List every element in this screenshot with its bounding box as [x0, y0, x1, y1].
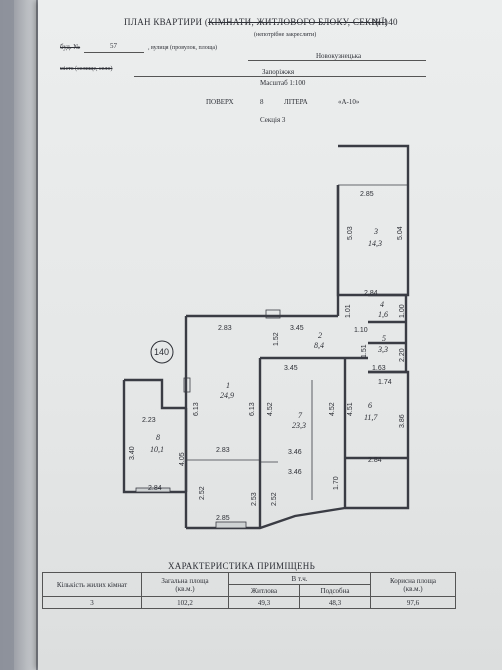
title-struck: КІМНАТИ, ЖИТЛОВОГО БЛОКУ, СЕКЦІЇ	[208, 17, 385, 27]
dim-label: 4.05	[179, 452, 186, 466]
dim-label: 3.45	[284, 365, 298, 372]
dim-label: 2.83	[218, 325, 232, 332]
dim-label: 2.84	[368, 457, 382, 464]
dim-label: 1.74	[378, 379, 392, 386]
dim-label: 2.23	[142, 417, 156, 424]
room-1-num: 1	[226, 381, 230, 390]
dim-label: 3.86	[399, 414, 406, 428]
dim-label: 1.63	[372, 365, 386, 372]
col-living-header: Житлова	[228, 584, 300, 597]
dim-label: 3.45	[290, 325, 304, 332]
dim-label: 2.85	[360, 191, 374, 198]
city-label: місто (селище, село)	[60, 66, 113, 72]
dim-label: 4.52	[329, 402, 336, 416]
table-row: Кількість жилих кімнат Загальна площа(кв…	[42, 572, 456, 597]
street-value: Новокузнецька	[316, 52, 362, 60]
title-end: )	[384, 17, 388, 27]
col-rooms-header: Кількість жилих кімнат	[42, 572, 142, 597]
stats-caption: ХАРАКТЕРИСТИКА ПРИМІЩЕНЬ	[168, 561, 316, 571]
room-8-area: 10,1	[150, 445, 164, 454]
dim-label: 3.46	[288, 469, 302, 476]
dim-label: 2.52	[271, 492, 278, 506]
apartment-badge-ring	[150, 340, 174, 364]
val-total: 102,2	[141, 596, 229, 609]
street-label: , вулиця (провулок, площа)	[148, 45, 218, 51]
dim-label: 2.52	[199, 486, 206, 500]
room-6-area: 11,7	[364, 413, 378, 422]
val-useful: 97,6	[370, 596, 456, 609]
scale-label: Масштаб 1:100	[260, 79, 306, 87]
room-4-num: 4	[380, 300, 384, 309]
dim-label: 2.84	[148, 485, 162, 492]
room-3-num: 3	[373, 227, 378, 236]
val-living: 49,3	[228, 596, 300, 609]
house-number: 57	[110, 42, 117, 50]
room-4-area: 1,6	[378, 310, 388, 319]
title-line: ПЛАН КВАРТИРИ (КІМНАТИ, ЖИТЛОВОГО БЛОКУ,…	[124, 18, 388, 27]
city-underline	[134, 76, 426, 77]
col-useful-header: Корисна площа(кв.м.)	[370, 572, 456, 597]
dim-label: 6.13	[193, 402, 200, 416]
col-total-unit: (кв.м.)	[175, 584, 195, 593]
title-main: ПЛАН КВАРТИРИ (	[124, 17, 209, 27]
dim-label: 2.83	[216, 447, 230, 454]
section-label: Секція 3	[260, 116, 286, 124]
col-incl-label: В т.ч.	[291, 574, 308, 583]
dim-label: 2.84	[364, 290, 378, 297]
room-2-num: 2	[318, 331, 322, 340]
room-5-num: 5	[382, 334, 386, 343]
dim-label: 4.52	[267, 402, 274, 416]
litera-value: «А-10»	[338, 98, 360, 106]
table-row: 3 102,2 49,3 48,3 97,6	[42, 596, 456, 609]
stats-table: Кількість жилих кімнат Загальна площа(кв…	[42, 572, 456, 609]
col-rooms-label: Кількість жилих кімнат	[56, 580, 128, 589]
litera-label: ЛІТЕРА	[284, 98, 308, 106]
dim-label: 1.00	[399, 304, 406, 318]
dim-label: 5.03	[347, 226, 354, 240]
dim-label: 1.70	[333, 476, 340, 490]
house-underline	[84, 52, 144, 53]
street-underline	[248, 60, 426, 61]
dim-label: 1.01	[345, 304, 352, 318]
col-aux-header: Подсобна	[299, 584, 371, 597]
room-3-area: 14,3	[368, 239, 382, 248]
room-7-num: 7	[298, 411, 303, 420]
document-sheet: ПЛАН КВАРТИРИ (КІМНАТИ, ЖИТЛОВОГО БЛОКУ,…	[38, 0, 502, 670]
apartment-badge: 140	[154, 347, 169, 357]
dim-label: 4.51	[347, 402, 354, 416]
val-aux: 48,3	[299, 596, 371, 609]
dim-label: 5.04	[397, 226, 404, 240]
room-8-num: 8	[156, 433, 160, 442]
dim-label: 6.13	[249, 402, 256, 416]
room-5-area: 3,3	[377, 345, 388, 354]
dim-label: 1.10	[354, 327, 368, 334]
col-useful-unit: (кв.м.)	[403, 584, 423, 593]
room-6-num: 6	[368, 401, 372, 410]
room-1-area: 24,9	[220, 391, 234, 400]
dim-label: 1.52	[273, 332, 280, 346]
floor-value: 8	[260, 98, 264, 106]
title-subtitle: (непотрібне закреслити)	[254, 32, 317, 38]
city-value: Запоріжжя	[262, 68, 295, 76]
dim-label: 2.85	[216, 515, 230, 522]
dim-label: 2.20	[399, 348, 406, 362]
dim-label: 2.53	[251, 492, 258, 506]
binder-spine	[14, 0, 37, 670]
room-7-area: 23,3	[292, 421, 306, 430]
floor-label: ПОВЕРХ	[206, 98, 234, 106]
col-useful-label: Корисна площа	[389, 576, 436, 585]
dim-label: 3.40	[129, 446, 136, 460]
dim-label: 1.51	[361, 344, 368, 358]
room-2-area: 8,4	[314, 341, 324, 350]
col-incl-header: В т.ч.	[228, 572, 371, 585]
col-total-header: Загальна площа(кв.м.)	[141, 572, 229, 597]
floor-plan: 140 3 14,3 4 1,6 5 3,3 2 8,4 1 24,9 7 23…	[122, 144, 410, 530]
col-total-label: Загальна площа	[161, 576, 209, 585]
val-rooms: 3	[42, 596, 142, 609]
dim-label: 3.46	[288, 449, 302, 456]
house-label: буд. №	[60, 43, 81, 51]
apartment-number: № 140	[372, 17, 398, 27]
